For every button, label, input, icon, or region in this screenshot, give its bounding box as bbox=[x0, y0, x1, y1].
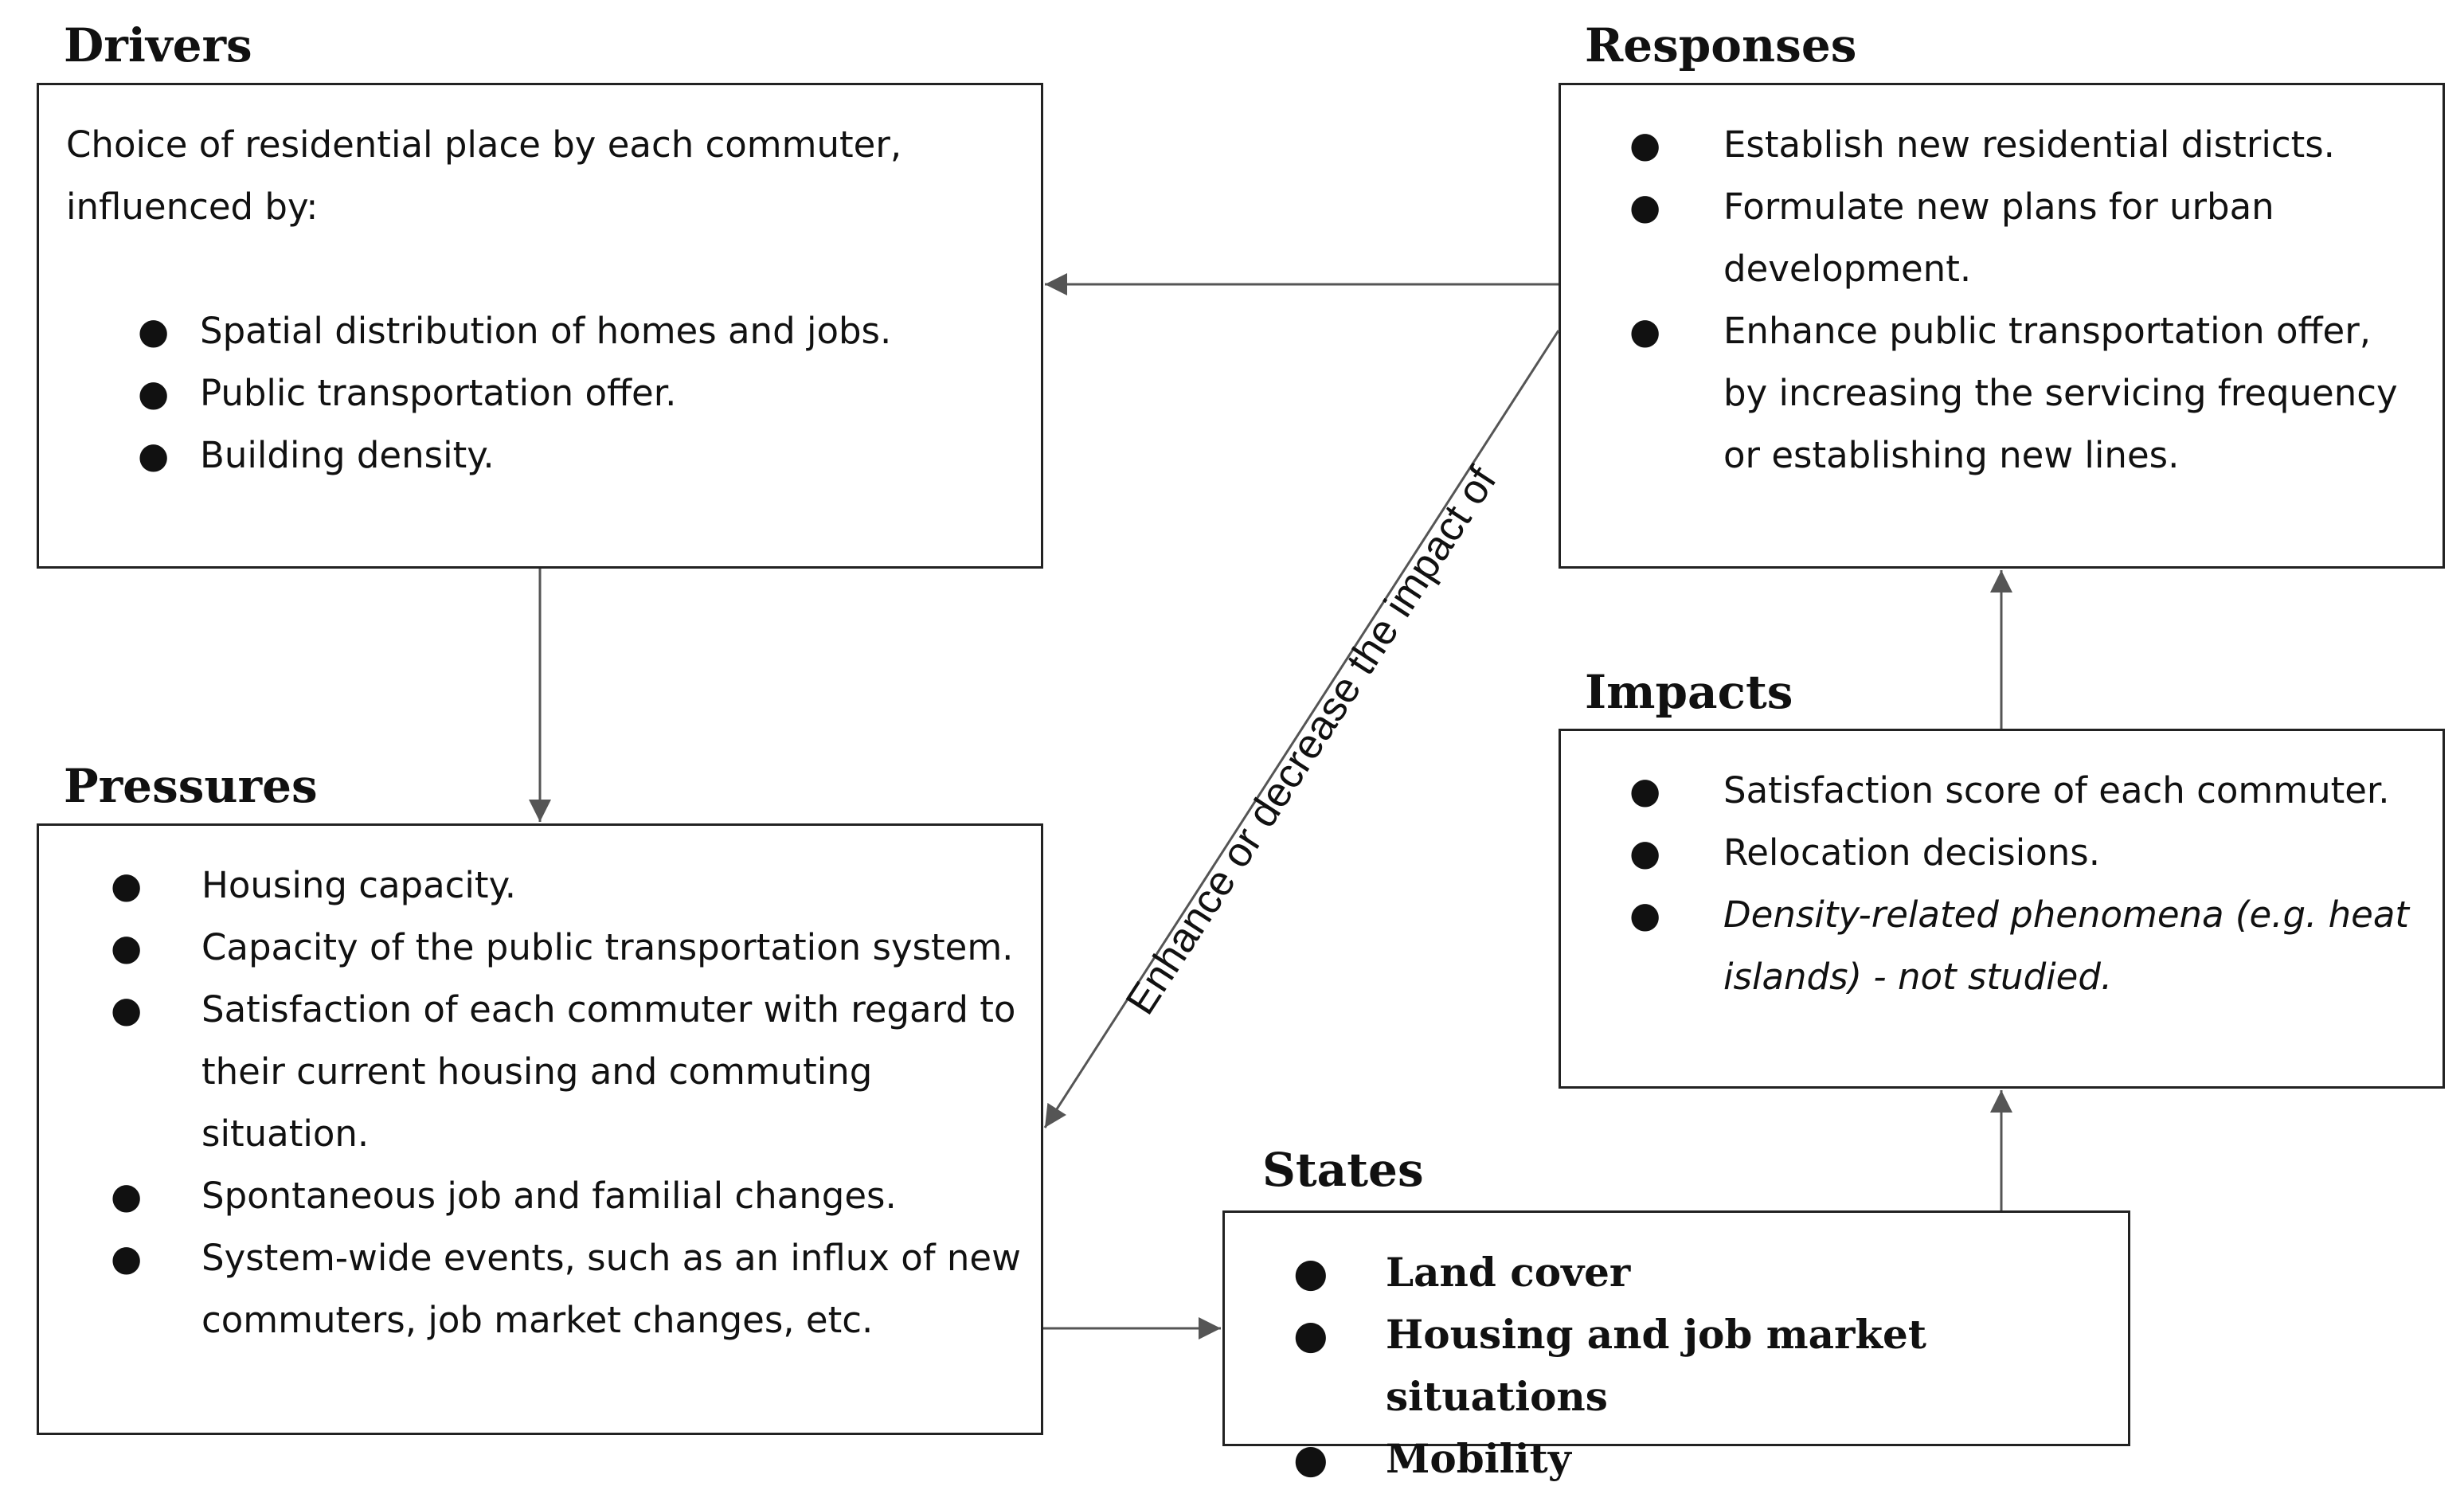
drivers-intro: Choice of residential place by each comm… bbox=[66, 123, 902, 228]
bullet-icon: ● bbox=[138, 372, 170, 414]
bullet-icon: ● bbox=[1293, 1311, 1328, 1358]
bullet-icon: ● bbox=[111, 926, 143, 968]
responses-list-item: ● Enhance public transportation offer, b… bbox=[1561, 300, 2419, 487]
bullet-icon: ● bbox=[1629, 310, 1661, 352]
bullet-icon: ● bbox=[138, 434, 170, 476]
bullet-icon: ● bbox=[111, 1237, 143, 1279]
states-list-item: ● Land cover bbox=[1225, 1242, 2112, 1304]
drivers-list-item: ● Building density. bbox=[66, 424, 1015, 487]
impacts-list-item: ● Satisfaction score of each commuter. bbox=[1561, 760, 2419, 822]
arrow-responses-to-pressures bbox=[1043, 330, 1560, 1128]
drivers-list-item: ● Public transportation offer. bbox=[66, 362, 1015, 424]
responses-box: ● Establish new residential districts. ●… bbox=[1559, 83, 2445, 569]
drivers-heading: Drivers bbox=[64, 18, 252, 72]
bullet-icon: ● bbox=[1629, 831, 1661, 874]
bullet-icon: ● bbox=[1293, 1249, 1328, 1296]
states-list-item: ● Housing and job market situations bbox=[1225, 1304, 2112, 1428]
drivers-list-item: ● Spatial distribution of homes and jobs… bbox=[66, 300, 1015, 362]
states-box: ● Land cover ● Housing and job market si… bbox=[1222, 1210, 2130, 1482]
bullet-icon: ● bbox=[138, 310, 170, 352]
pressures-list-item: ● System-wide events, such as an influx … bbox=[39, 1227, 1025, 1351]
pressures-list-item: ● Housing capacity. bbox=[39, 855, 1025, 917]
bullet-icon: ● bbox=[1629, 769, 1661, 811]
bullet-icon: ● bbox=[111, 864, 143, 906]
impacts-list-item: ● Relocation decisions. bbox=[1561, 822, 2419, 884]
bullet-icon: ● bbox=[1629, 186, 1661, 228]
bullet-icon: ● bbox=[1629, 894, 1661, 936]
bullet-icon: ● bbox=[111, 988, 143, 1030]
bullet-icon: ● bbox=[111, 1175, 143, 1217]
bullet-icon: ● bbox=[1629, 123, 1661, 166]
pressures-list-item: ● Satisfaction of each commuter with reg… bbox=[39, 979, 1025, 1165]
drivers-box: Choice of residential place by each comm… bbox=[37, 83, 1043, 569]
states-heading: States bbox=[1262, 1143, 1424, 1197]
responses-list-item: ● Establish new residential districts. bbox=[1561, 114, 2419, 176]
responses-heading: Responses bbox=[1585, 18, 1857, 72]
pressures-list-item: ● Capacity of the public transportation … bbox=[39, 917, 1025, 979]
impacts-list-item: ● Density-related phenomena (e.g. heat i… bbox=[1561, 884, 2419, 1008]
impacts-heading: Impacts bbox=[1585, 665, 1793, 719]
pressures-list-item: ● Spontaneous job and familial changes. bbox=[39, 1165, 1025, 1227]
pressures-heading: Pressures bbox=[64, 759, 318, 813]
pressures-box: ● Housing capacity. ● Capacity of the pu… bbox=[37, 823, 1043, 1435]
impacts-box: ● Satisfaction score of each commuter. ●… bbox=[1559, 729, 2445, 1089]
responses-list-item: ● Formulate new plans for urban developm… bbox=[1561, 176, 2419, 300]
